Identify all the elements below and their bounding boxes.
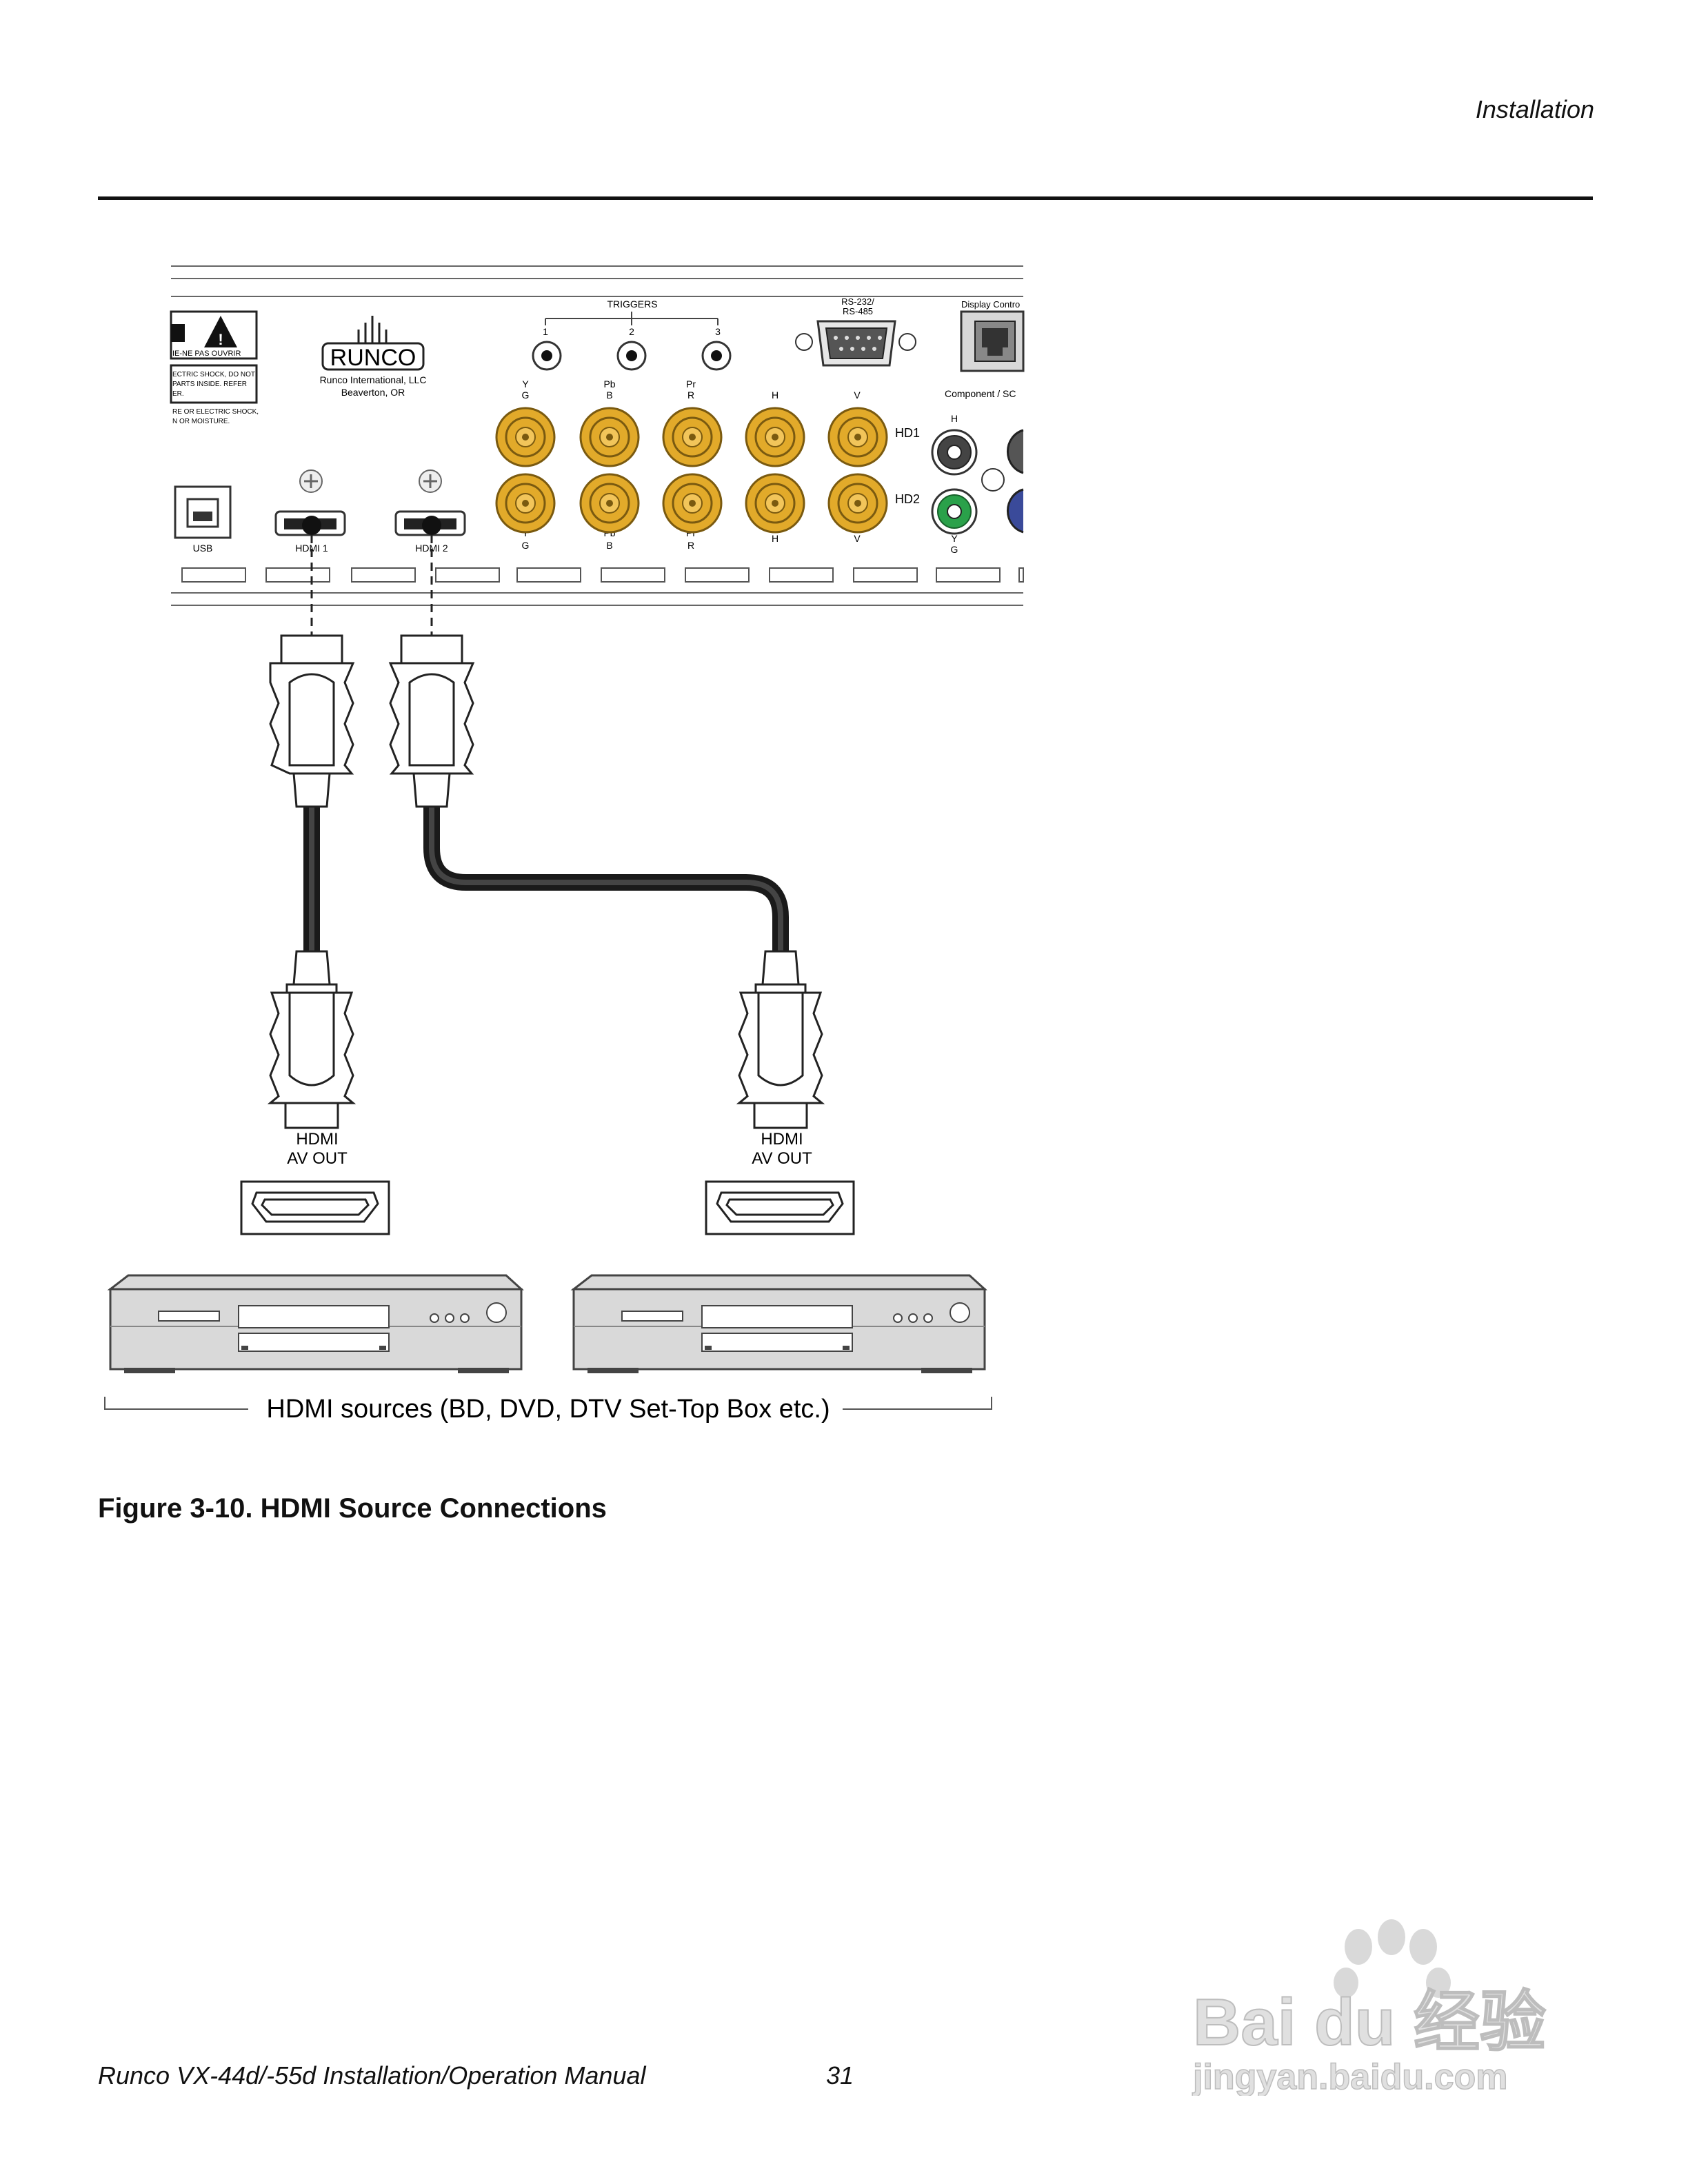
component-label: Component / SC — [945, 388, 1016, 399]
hdmi-1-port[interactable]: HDMI 1 — [274, 469, 346, 554]
trigger-jack-2[interactable] — [616, 341, 647, 371]
svg-text:!: ! — [218, 331, 223, 348]
display-control-port[interactable]: Display Contro — [960, 299, 1025, 372]
svg-text:RS-232/: RS-232/ — [841, 296, 874, 307]
footer-page-number: 31 — [826, 2061, 854, 2090]
svg-text:V: V — [854, 390, 861, 401]
svg-text:3: 3 — [715, 326, 721, 337]
hd2-bnc-row — [495, 473, 888, 534]
svg-text:RS-485: RS-485 — [843, 306, 873, 316]
sources-bracket: HDMI sources (BD, DVD, DTV Set-Top Box e… — [104, 1395, 992, 1424]
component-top-labels: Y G Pb B Pr R H V — [522, 378, 861, 401]
svg-text:AV OUT: AV OUT — [287, 1149, 348, 1168]
svg-text:N OR MOISTURE.: N OR MOISTURE. — [172, 418, 230, 425]
svg-text:H: H — [772, 533, 778, 544]
svg-text:ER.: ER. — [172, 390, 184, 398]
footer-manual-title: Runco VX-44d/-55d Installation/Operation… — [98, 2061, 646, 2090]
svg-text:R: R — [687, 540, 694, 551]
figure-caption: Figure 3-10. HDMI Source Connections — [98, 1493, 607, 1524]
trigger-jack-3[interactable] — [701, 341, 732, 371]
bnc-connector[interactable] — [745, 407, 805, 467]
svg-text:2: 2 — [629, 326, 634, 337]
rca-jack-y[interactable] — [931, 488, 978, 535]
svg-text:RE OR ELECTRIC SHOCK,: RE OR ELECTRIC SHOCK, — [172, 408, 259, 416]
section-label: Installation — [1475, 95, 1594, 123]
source-2-output: HDMI AV OUT — [705, 1130, 855, 1235]
rca-jack-h[interactable] — [931, 429, 978, 476]
paw-logo-icon — [1334, 1919, 1451, 1998]
runco-logo: RUNCO Runco International, LLC Beaverton… — [320, 316, 427, 398]
svg-text:H: H — [951, 413, 958, 424]
svg-text:G: G — [522, 390, 530, 401]
svg-text:jingyan.baidu.com: jingyan.baidu.com — [1192, 2057, 1508, 2096]
trigger-ports: TRIGGERS 1 2 3 — [532, 299, 732, 371]
source-device-1 — [107, 1274, 524, 1373]
svg-text:PARTS INSIDE. REFER: PARTS INSIDE. REFER — [172, 381, 247, 388]
bnc-connector[interactable] — [827, 407, 888, 467]
hdmi-cable-2 — [388, 535, 825, 1129]
svg-text:Pb: Pb — [603, 378, 615, 390]
svg-text:Pr: Pr — [686, 378, 696, 390]
sources-caption: HDMI sources (BD, DVD, DTV Set-Top Box e… — [266, 1395, 830, 1424]
hdmi-connection-figure: ! IE-NE PAS OUVRIR ECTRIC SHOCK, DO NOT … — [104, 265, 1025, 1424]
warning-label: ! IE-NE PAS OUVRIR ECTRIC SHOCK, DO NOT … — [170, 310, 259, 425]
bnc-connector[interactable] — [745, 473, 805, 534]
svg-text:Y: Y — [522, 378, 529, 390]
header-rule — [98, 196, 1593, 200]
hdmi-cable-1 — [267, 535, 356, 1129]
svg-text:R: R — [687, 390, 694, 401]
svg-text:HDMI: HDMI — [761, 1130, 803, 1149]
svg-text:B: B — [606, 540, 612, 551]
bnc-connector[interactable] — [495, 473, 556, 534]
svg-text:HDMI 1: HDMI 1 — [295, 543, 328, 554]
svg-text:1: 1 — [543, 326, 548, 337]
hd1-label: HD1 — [895, 426, 920, 440]
rca-jacks: H Y G — [931, 413, 1024, 555]
svg-text:ECTRIC SHOCK, DO NOT: ECTRIC SHOCK, DO NOT — [172, 371, 255, 378]
hdmi-port-symbol — [705, 1180, 855, 1235]
svg-text:Display Contro: Display Contro — [961, 299, 1020, 310]
projector-rear-panel: ! IE-NE PAS OUVRIR ECTRIC SHOCK, DO NOT … — [170, 265, 1025, 606]
svg-text:H: H — [772, 390, 778, 401]
source-device-2 — [570, 1274, 987, 1373]
svg-text:B: B — [606, 390, 612, 401]
svg-text:G: G — [522, 540, 530, 551]
usb-port[interactable]: USB — [174, 485, 232, 554]
bnc-connector[interactable] — [495, 407, 556, 467]
svg-text:USB: USB — [193, 543, 213, 554]
bnc-connector[interactable] — [579, 407, 640, 467]
svg-text:HDMI: HDMI — [296, 1130, 338, 1149]
brand-name: Runco International, LLC — [320, 374, 427, 385]
panel-label-strip — [181, 567, 1024, 583]
svg-text:Y: Y — [951, 533, 958, 544]
hdmi-2-port[interactable]: HDMI 2 — [394, 469, 466, 554]
svg-text:G: G — [951, 544, 958, 555]
hd1-bnc-row — [495, 407, 888, 467]
svg-text:AV OUT: AV OUT — [752, 1149, 812, 1168]
bnc-connector[interactable] — [827, 473, 888, 534]
svg-text:Bai du 经验: Bai du 经验 — [1193, 1985, 1546, 2059]
svg-text:TRIGGERS: TRIGGERS — [607, 299, 657, 310]
svg-text:V: V — [854, 533, 861, 544]
bnc-connector[interactable] — [662, 473, 723, 534]
brand-city: Beaverton, OR — [341, 387, 405, 398]
bnc-connector[interactable] — [662, 407, 723, 467]
source-1-output: HDMI AV OUT — [240, 1130, 390, 1235]
baidu-watermark: Bai du 经验 jingyan.baidu.com — [1192, 1919, 1547, 2096]
hdmi-port-symbol — [240, 1180, 390, 1235]
trigger-jack-1[interactable] — [532, 341, 562, 371]
svg-text:RUNCO: RUNCO — [330, 345, 416, 371]
svg-text:HDMI 2: HDMI 2 — [415, 543, 448, 554]
bnc-connector[interactable] — [579, 473, 640, 534]
svg-text:IE-NE PAS OUVRIR: IE-NE PAS OUVRIR — [172, 350, 241, 358]
hd2-label: HD2 — [895, 492, 920, 506]
warning-triangle-icon — [204, 316, 237, 347]
rs232-port[interactable]: RS-232/ RS-485 — [795, 296, 916, 367]
